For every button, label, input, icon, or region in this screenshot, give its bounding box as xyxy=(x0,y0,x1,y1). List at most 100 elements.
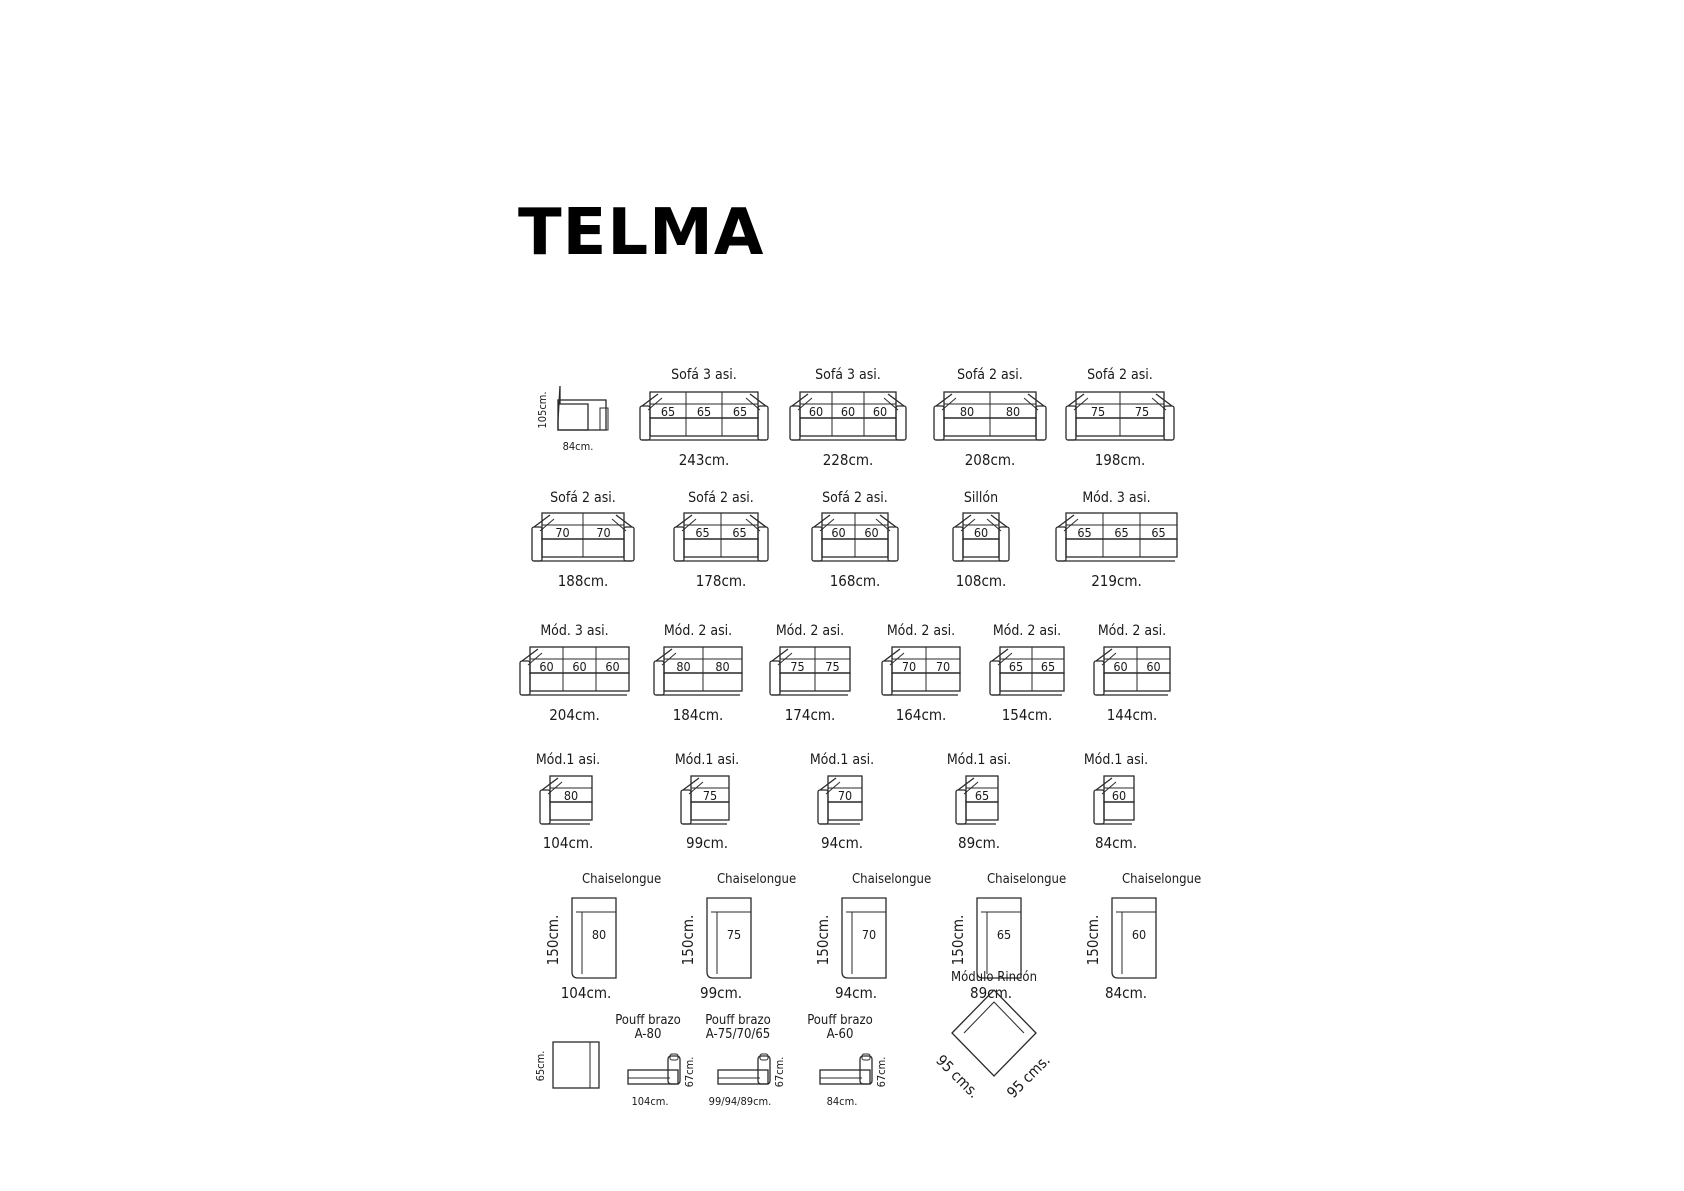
right-arm-pillow xyxy=(611,518,627,532)
seat-width-label: 65 xyxy=(1114,525,1128,540)
seat-width-label: 65 xyxy=(1151,525,1165,540)
left-arm-pillow xyxy=(1067,393,1085,407)
length-dimension: 150cm. xyxy=(814,915,832,966)
item-label: Chaiselongue xyxy=(717,872,796,887)
item-label: A-80 xyxy=(635,1027,662,1042)
left-arm-pillow xyxy=(791,393,809,407)
item-width: 228cm. xyxy=(823,451,874,469)
height-dimension: 105cm. xyxy=(536,391,549,428)
item-width: 144cm. xyxy=(1107,706,1158,724)
corner-outline xyxy=(951,989,1037,1077)
left-arm-pillow xyxy=(935,393,953,407)
item-label: Sofá 3 asi. xyxy=(671,367,737,383)
sofa-side-profile: 105cm.84cm. xyxy=(536,385,609,453)
chaise-outline xyxy=(976,897,1022,979)
seat-width-label: 65 xyxy=(697,404,711,419)
left-arm xyxy=(817,789,829,825)
arm-pouf-seat xyxy=(717,1069,769,1085)
left-arm-pillow xyxy=(825,781,841,795)
left-arm-pillow xyxy=(954,514,972,528)
item-width: 99cm. xyxy=(686,834,728,852)
item-label: A-75/70/65 xyxy=(706,1027,770,1042)
item-label: Pouff brazo xyxy=(615,1013,681,1028)
left-arm xyxy=(1093,789,1105,825)
left-arm-pillow xyxy=(813,514,831,528)
item-width: 94cm. xyxy=(835,984,877,1002)
seat-width-label: 80 xyxy=(1006,404,1020,419)
seat-width-label: 60 xyxy=(1146,659,1160,674)
left-arm-pillow xyxy=(647,397,663,411)
left-arm-pillow xyxy=(883,648,901,662)
item-label: Sofá 2 asi. xyxy=(822,490,888,506)
left-arm-pillow xyxy=(661,652,677,666)
seat-width-label: 60 xyxy=(831,525,845,540)
left-arm xyxy=(639,405,651,441)
seat-width-label: 75 xyxy=(1091,404,1105,419)
item-label: Mód.1 asi. xyxy=(675,752,739,768)
seat-width-label: 65 xyxy=(695,525,709,540)
seat-width-label: 70 xyxy=(555,525,569,540)
left-arm-pillow xyxy=(1101,781,1117,795)
item-width: 243cm. xyxy=(679,451,730,469)
seat-width-label: 65 xyxy=(732,525,746,540)
seat-width-label: 75 xyxy=(703,788,717,803)
item-width: 198cm. xyxy=(1095,451,1146,469)
item-width: 219cm. xyxy=(1091,572,1142,590)
corner-side-dimension: 95 cms. xyxy=(932,1051,982,1101)
right-arm-pillow xyxy=(883,397,899,411)
seat-width-label: 80 xyxy=(676,659,690,674)
item-label: Sofá 3 asi. xyxy=(815,367,881,383)
right-arm-pillow xyxy=(1027,393,1045,407)
seat-width-label: 75 xyxy=(825,659,839,674)
seat-width-label: 60 xyxy=(974,525,988,540)
item-width: 99/94/89cm. xyxy=(709,1095,772,1108)
chaise-inner xyxy=(1116,911,1123,974)
left-arm-pillow xyxy=(1073,397,1089,411)
left-arm xyxy=(673,526,685,562)
item-width: 104cm. xyxy=(561,984,612,1002)
left-arm-pillow xyxy=(682,777,700,791)
right-arm-pillow xyxy=(749,514,767,528)
item-width: 184cm. xyxy=(673,706,724,724)
right-arm-pillow xyxy=(875,518,891,532)
right-arm xyxy=(887,526,899,562)
item-label: Mód. 2 asi. xyxy=(993,623,1061,639)
right-arm-pillow xyxy=(745,397,761,411)
left-arm-pillow xyxy=(541,777,559,791)
arm-pouf-arm xyxy=(669,1053,679,1061)
pouf-square xyxy=(552,1041,600,1089)
right-arm-pillow xyxy=(986,518,1002,532)
seat-width-label: 80 xyxy=(592,927,606,942)
left-arm-pillow xyxy=(991,648,1009,662)
item-label: Mód. 3 asi. xyxy=(1082,490,1150,506)
chaise-outline xyxy=(841,897,887,979)
seat-width-label: 60 xyxy=(605,659,619,674)
chaise-inner xyxy=(711,911,718,974)
right-arm-pillow xyxy=(749,393,767,407)
left-arm-pillow xyxy=(1095,777,1113,791)
item-width: 108cm. xyxy=(956,572,1007,590)
item-width: 94cm. xyxy=(821,834,863,852)
left-arm xyxy=(1065,405,1077,441)
left-arm-pillow xyxy=(960,518,976,532)
pouf-dimension: 65cm. xyxy=(534,1051,547,1082)
seat-width-label: 65 xyxy=(1077,525,1091,540)
left-arm-pillow xyxy=(819,518,835,532)
item-label: Chaiselongue xyxy=(987,872,1066,887)
item-width: 178cm. xyxy=(696,572,747,590)
seat-cushion xyxy=(649,417,759,437)
seat-cushion xyxy=(962,538,1000,558)
seat-width-label: 60 xyxy=(841,404,855,419)
left-arm xyxy=(1093,660,1105,696)
arm-pouf-arm xyxy=(859,1055,873,1085)
length-dimension: 150cm. xyxy=(949,915,967,966)
left-arm xyxy=(789,405,801,441)
left-arm-pillow xyxy=(957,777,975,791)
left-arm xyxy=(811,526,823,562)
right-arm xyxy=(623,526,635,562)
